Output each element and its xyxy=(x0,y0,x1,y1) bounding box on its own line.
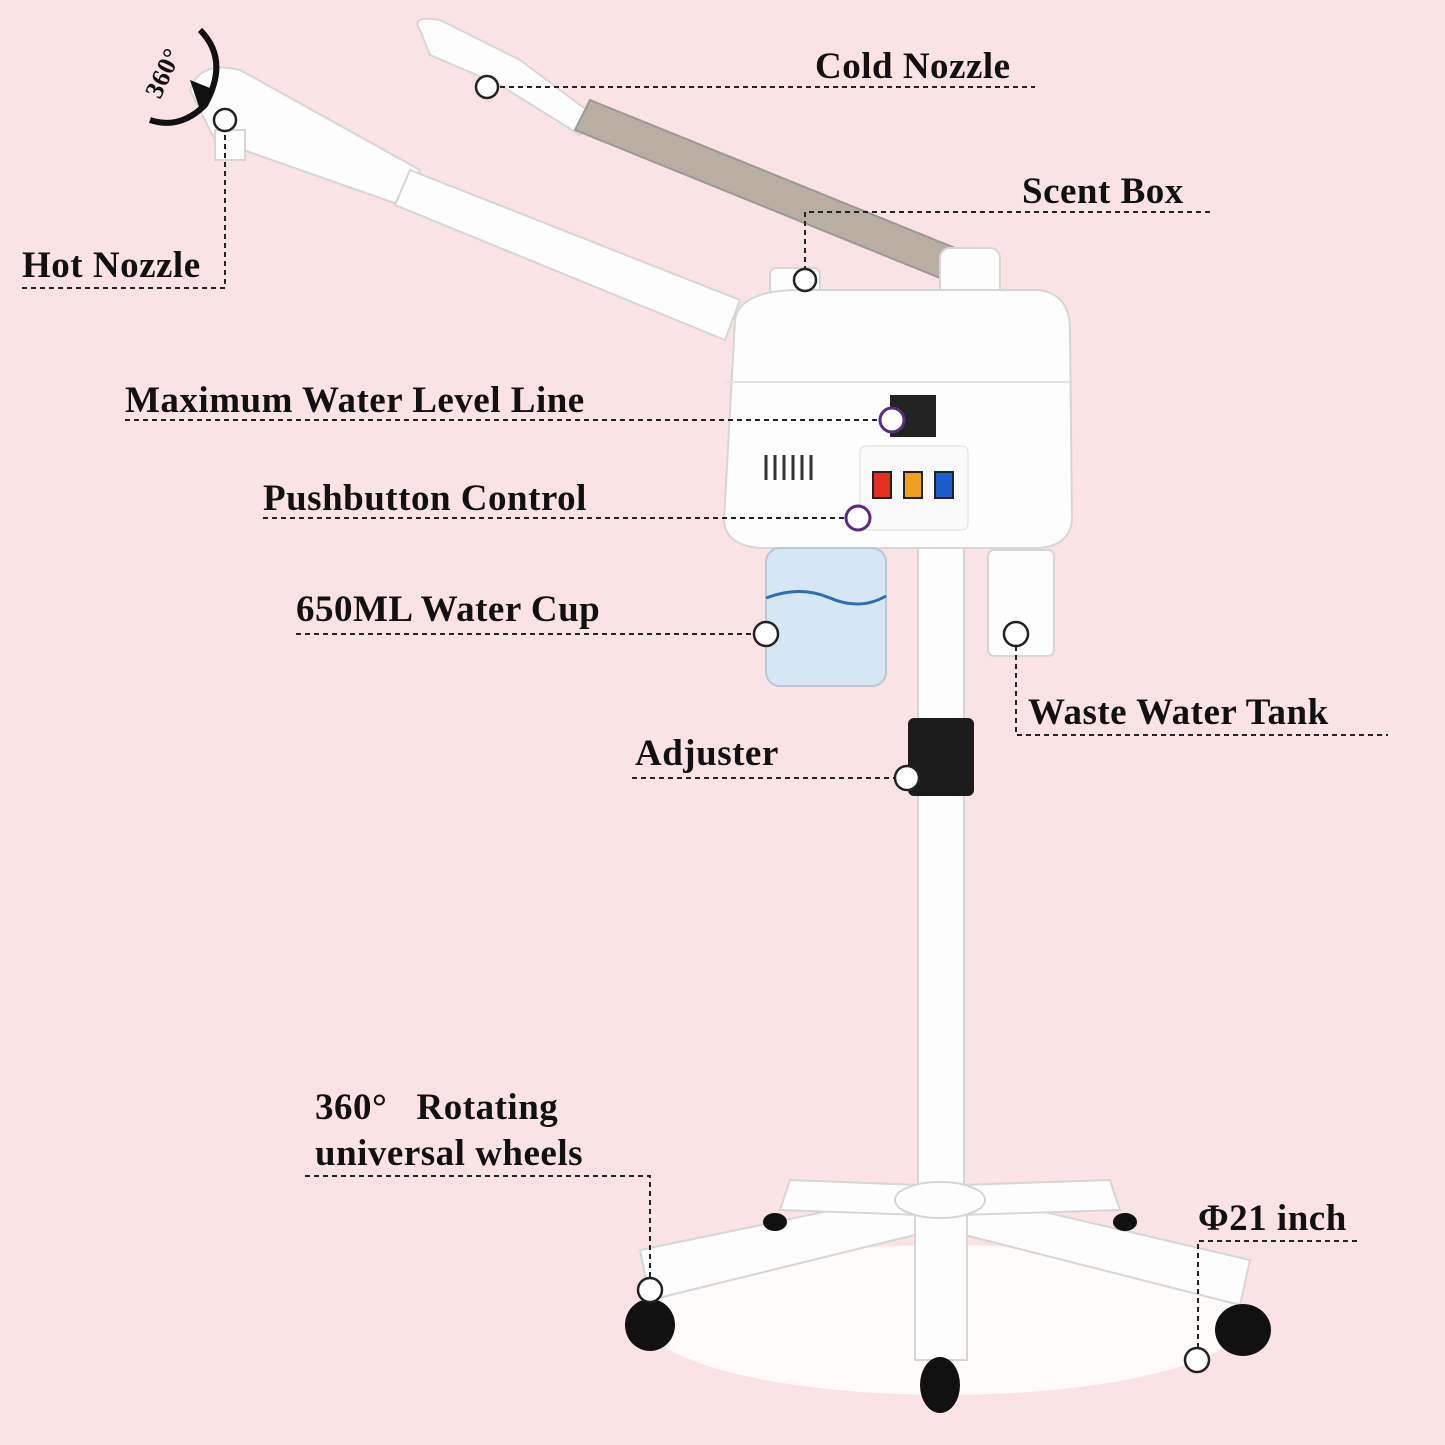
label-max-water-level: Maximum Water Level Line xyxy=(125,380,585,421)
label-wheels-line1: 360° Rotating xyxy=(315,1087,558,1128)
callout-pushbutton-control: Pushbutton Control xyxy=(263,478,872,532)
hot-nozzle-arm xyxy=(188,66,742,342)
label-adjuster: Adjuster xyxy=(635,733,779,774)
hot-switch[interactable] xyxy=(872,471,892,499)
wheel-icon xyxy=(625,1213,1271,1413)
callout-water-cup: 650ML Water Cup xyxy=(296,589,780,648)
label-water-cup: 650ML Water Cup xyxy=(296,589,600,630)
rotation-badge-text: 360° xyxy=(139,44,187,103)
vent-icon xyxy=(764,455,813,480)
callout-waste-water-tank: Waste Water Tank xyxy=(1002,620,1388,736)
mist-switch[interactable] xyxy=(903,471,923,499)
label-hot-nozzle: Hot Nozzle xyxy=(22,245,201,286)
callout-cold-nozzle: Cold Nozzle xyxy=(474,46,1035,100)
label-wheels-line2: universal wheels xyxy=(315,1133,583,1174)
wheel-base xyxy=(625,1178,1271,1413)
label-cold-nozzle: Cold Nozzle xyxy=(815,46,1011,87)
cold-switch[interactable] xyxy=(934,471,954,499)
callout-hot-nozzle: Hot Nozzle xyxy=(22,107,238,289)
callout-max-water-level: Maximum Water Level Line xyxy=(125,380,906,434)
label-waste-water-tank: Waste Water Tank xyxy=(1028,692,1329,733)
label-diameter: Φ21 inch xyxy=(1198,1198,1347,1239)
water-cup xyxy=(765,547,887,687)
callout-adjuster: Adjuster xyxy=(632,733,921,792)
label-scent-box: Scent Box xyxy=(1022,171,1184,212)
callout-scent-box: Scent Box xyxy=(792,171,1210,293)
callout-wheels: 360° Rotating universal wheels xyxy=(305,1087,664,1304)
height-adjuster xyxy=(908,718,974,796)
callout-diameter: Φ21 inch xyxy=(1183,1198,1357,1374)
label-pushbutton-control: Pushbutton Control xyxy=(263,478,587,519)
cold-nozzle-arm xyxy=(416,17,1001,309)
pole xyxy=(917,547,965,1199)
